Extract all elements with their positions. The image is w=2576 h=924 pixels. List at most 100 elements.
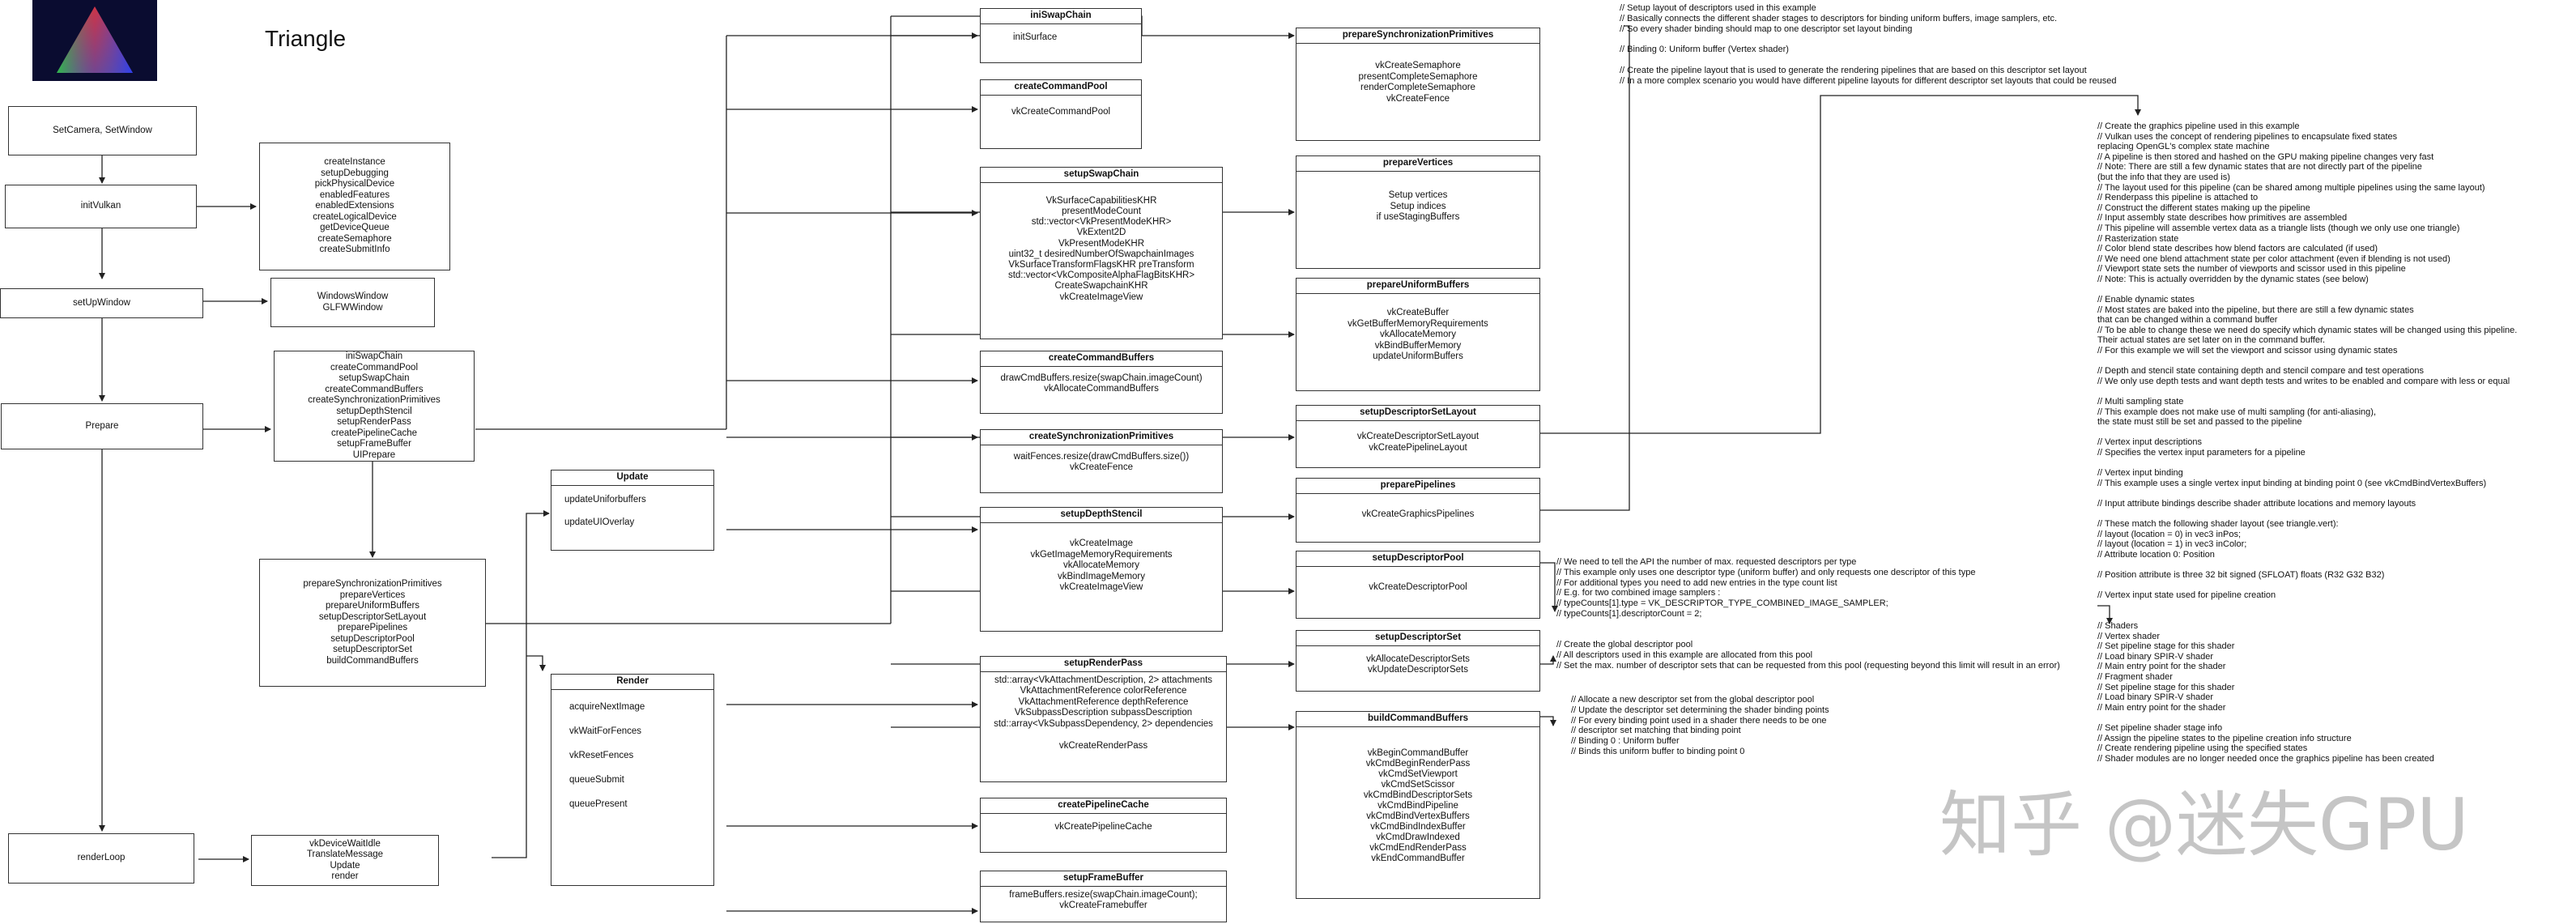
call-line: enabledExtensions [315, 201, 394, 211]
setupframebuffer-box: setupFrameBuffer frameBuffers.resize(swa… [980, 871, 1227, 922]
comment-line: // Set the max. number of descriptor set… [1556, 660, 2060, 671]
comment-line [2097, 611, 2517, 622]
setupdescriptorset-box: setupDescriptorSet vkAllocateDescriptorS… [1296, 630, 1540, 692]
setupdepthstencil-title: setupDepthStencil [981, 508, 1222, 523]
comment-line: // A pipeline is then stored and hashed … [2097, 151, 2434, 162]
setupswapchain-title: setupSwapChain [981, 168, 1222, 183]
call-line: setupDepthStencil [336, 406, 412, 416]
comment-line: // Vertex input descriptions [2097, 437, 2203, 448]
setupdescriptorpool-box: setupDescriptorPool vkCreateDescriptorPo… [1296, 551, 1540, 619]
descriptor-pool-comment: // We need to tell the API the number of… [1556, 557, 1975, 620]
call-line: vkEndCommandBuffer [1371, 853, 1465, 863]
comment-line: // Binds this uniform buffer to binding … [1571, 746, 1745, 756]
call-line [564, 505, 713, 517]
prepareuniformbuffers-title: prepareUniformBuffers [1297, 279, 1539, 294]
call-line: createCommandBuffers [325, 384, 424, 394]
comment-line: // Construct the different states making… [2097, 202, 2310, 213]
comment-line: // Create the pipeline layout that is us… [1620, 65, 2087, 75]
call-line: vkAllocateCommandBuffers [1044, 384, 1159, 394]
setupdescriptorsetlayout-box: setupDescriptorSetLayout vkCreateDescrip… [1296, 405, 1540, 468]
comment-line: // For additional types you need to add … [1556, 577, 1837, 588]
comment-line: // Vertex input binding [2097, 468, 2183, 479]
buildcommandbuffers-box: buildCommandBuffers vkBeginCommandBuffer… [1296, 711, 1540, 899]
call-line: vkGetBufferMemoryRequirements [1348, 318, 1488, 329]
call-line: vkCmdBindPipeline [1377, 800, 1458, 811]
call-line: std::array<VkAttachmentDescription, 2> a… [994, 675, 1213, 685]
comment-line [2097, 581, 2517, 591]
comment-line: // These match the following shader layo… [2097, 519, 2339, 530]
call-line: VkSurfaceCapabilitiesKHR [1045, 195, 1157, 206]
comment-line: // Main entry point for the shader [2097, 662, 2226, 672]
prepareuniformbuffers-box: prepareUniformBuffers vkCreateBuffer vkG… [1296, 278, 1540, 391]
comment-line: // Create rendering pipeline using the s… [2097, 743, 2308, 754]
call-line [1297, 499, 1539, 510]
call-line: updateUIOverlay [564, 517, 635, 527]
call-line [1297, 572, 1539, 583]
update-box: Update updateUniforbuffers updateUIOverl… [551, 470, 714, 551]
comment-line [2097, 428, 2517, 438]
setupswapchain-box: setupSwapChain VkSurfaceCapabilitiesKHR … [980, 167, 1223, 339]
call-line: vkCmdBeginRenderPass [1365, 758, 1471, 769]
comment-line: // In a more complex scenario you would … [1620, 75, 2117, 86]
call-line: CreateSwapchainKHR [1054, 281, 1148, 292]
call-line: waitFences.resize(drawCmdBuffers.size()) [1013, 451, 1190, 462]
call-line: vkCreatePipelineCache [1054, 821, 1152, 832]
call-line: vkBindBufferMemory [1374, 340, 1462, 351]
comment-line: // Viewport state sets the number of vie… [2097, 264, 2406, 275]
call-line: vkCreateDescriptorSetLayout [1356, 432, 1480, 441]
setupdescriptorpool-title: setupDescriptorPool [1297, 551, 1539, 567]
comment-line: // This pipeline will assemble vertex da… [2097, 223, 2460, 233]
call-line: vkCmdSetScissor [1381, 779, 1455, 790]
comment-line: // Main entry point for the shader [2097, 702, 2226, 713]
setupdepthstencil-box: setupDepthStencil vkCreateImage vkGetIma… [980, 507, 1223, 632]
call-line: std::vector<VkPresentModeKHR> [1031, 217, 1172, 228]
call-line: createSubmitInfo [319, 245, 390, 255]
comment-line: // Input assembly state describes how pr… [2097, 213, 2348, 224]
comment-line [1620, 55, 2117, 66]
call-line: VkPresentModeKHR [1058, 238, 1145, 249]
call-line: VkAttachmentReference depthReference [1018, 696, 1189, 707]
preparepipelines-title: preparePipelines [1297, 479, 1539, 494]
comment-line: // layout (location = 0) in vec3 inPos; [2097, 529, 2242, 539]
comment-line [2097, 386, 2517, 397]
call-line: updateUniformBuffers [1373, 351, 1463, 361]
comment-line: // Vertex shader [2097, 631, 2161, 641]
comment-line: // descriptor set matching that binding … [1571, 726, 1741, 736]
comment-line: // Load binary SPIR-V shader [2097, 692, 2214, 703]
comment-line: // Binding 0: Uniform buffer (Vertex sha… [1620, 45, 1789, 55]
call-line: setupDescriptorSet [333, 645, 412, 654]
call-line: vkCreateFramebuffer [1059, 901, 1147, 910]
call-line: vkBindImageMemory [1057, 571, 1145, 581]
descriptor-layout-comment: // Setup layout of descriptors used in t… [1620, 3, 2117, 86]
call-line: vkCmdBindIndexBuffer [1370, 821, 1466, 832]
call-line: vkUpdateDescriptorSets [1368, 665, 1468, 675]
call-line [1297, 421, 1539, 432]
setupdescriptorset-title: setupDescriptorSet [1297, 631, 1539, 646]
comment-line: // Binding 0 : Uniform buffer [1571, 736, 1680, 747]
call-line: vkGetImageMemoryRequirements [1030, 549, 1173, 560]
comment-line: // For this example we will set the view… [2097, 346, 2398, 356]
comment-line: // This example uses a single vertex inp… [2097, 478, 2487, 488]
setuprenderpass-box: setupRenderPass std::array<VkAttachmentD… [980, 656, 1227, 782]
window-types-box: WindowsWindow GLFWWindow [270, 278, 435, 327]
comment-line: that can be changed within a command buf… [2097, 315, 2278, 326]
comment-line [2097, 285, 2517, 296]
comment-line: // We need to tell the API the number of… [1556, 557, 1857, 567]
call-line: getDeviceQueue [320, 223, 390, 233]
triangle-preview-image [32, 0, 157, 81]
comment-line [2097, 488, 2517, 499]
call-line: WindowsWindow [317, 292, 389, 301]
render-box: Render acquireNextImage vkWaitForFences … [551, 674, 714, 886]
call-line: frameBuffers.resize(swapChain.imageCount… [1009, 889, 1198, 900]
buildcommandbuffers-title: buildCommandBuffers [1297, 712, 1539, 727]
call-line: prepareUniformBuffers [325, 601, 420, 611]
call-line: vkCreateFence [1070, 462, 1133, 472]
call-line [569, 786, 713, 798]
call-line: Setup indices [1390, 201, 1446, 211]
call-line: vkCreateImageView [1059, 582, 1143, 592]
comment-line: // Position attribute is three 32 bit si… [2097, 570, 2385, 581]
createpipelinecache-title: createPipelineCache [981, 798, 1226, 814]
comment-line: // Update the descriptor set determining… [1571, 705, 1829, 715]
comment-line: the state must still be set and passed t… [2097, 417, 2302, 428]
